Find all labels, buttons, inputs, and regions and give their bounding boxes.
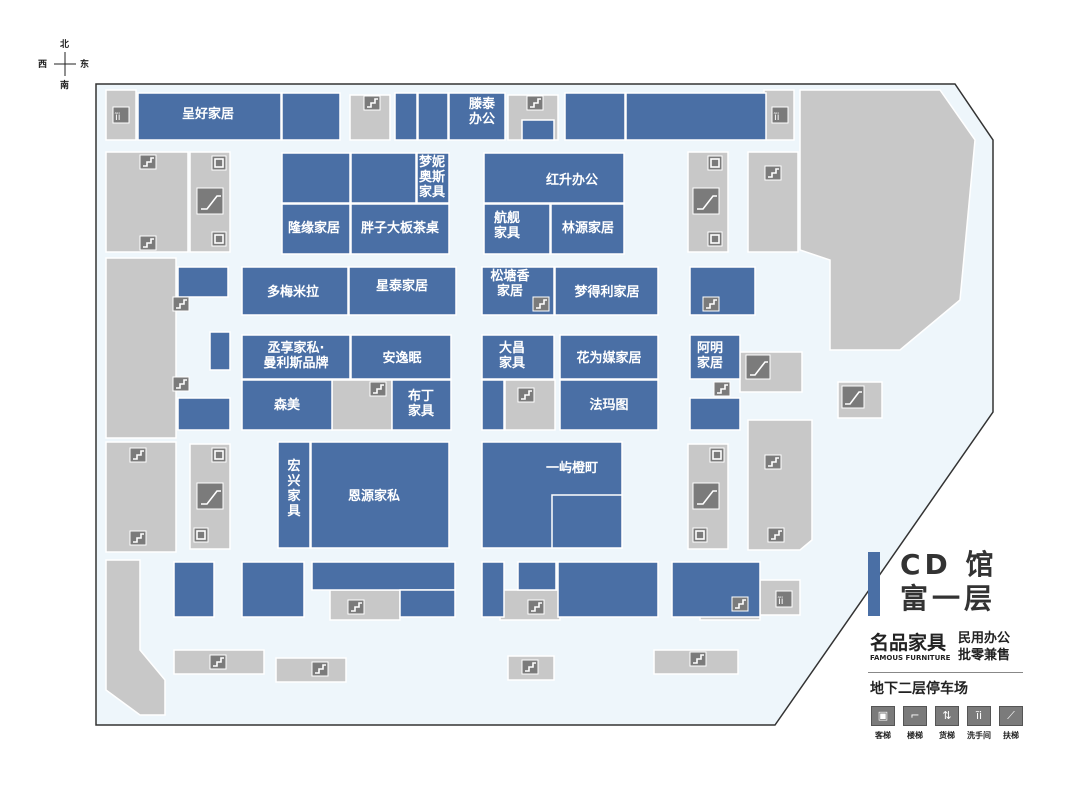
legend-item-restroom: ĩi 洗手间 [964, 706, 994, 741]
store-label: 花为媒家居 [576, 350, 641, 366]
store-label: 安逸眠 [382, 350, 421, 366]
store-label: 林源家居 [562, 220, 614, 236]
restroom-icon: ĩi [112, 106, 130, 124]
stairs-icon [129, 530, 147, 546]
stairs-icon [139, 235, 157, 251]
legend-item-stairs: ⌐ 楼梯 [900, 706, 930, 741]
compass-east: 东 [80, 58, 89, 70]
elevator-icon [211, 231, 227, 247]
escalator-icon [745, 354, 771, 380]
store-label: 阿明家居 [697, 341, 723, 371]
escalator-icon: ⟋ [999, 706, 1023, 726]
stairs-icon [347, 599, 365, 615]
store-label: 大昌家具 [499, 340, 525, 371]
svg-text:ĩi: ĩi [773, 112, 780, 123]
restroom-icon: ĩi [775, 590, 793, 608]
stairs-icon [209, 654, 227, 670]
elevator-icon [211, 155, 227, 171]
store-label: 丞享家私·曼利斯品牌 [263, 340, 328, 371]
brand-slogan: 民用办公 批零兼售 [958, 630, 1010, 664]
brand-name-en: FAMOUS FURNITURE [870, 654, 951, 662]
elevator-icon [193, 527, 209, 543]
facility-icons: ĩi ĩi ĩi [112, 95, 865, 677]
stairs-icon [172, 376, 190, 392]
floor-title: 富一层 [900, 582, 997, 615]
stairs-icon [689, 651, 707, 667]
stairs-icon [526, 95, 544, 111]
stairs-icon [139, 154, 157, 170]
stairs-icon [713, 381, 731, 397]
escalator-icon [196, 482, 224, 510]
stairs-icon [129, 447, 147, 463]
store-label: 一屿橙町 [546, 460, 598, 476]
stairs-icon: ⌐ [903, 706, 927, 726]
stairs-icon [521, 659, 539, 675]
parking-note: 地下二层停车场 [870, 681, 968, 697]
hall-bar [868, 552, 880, 616]
elevator-icon [692, 527, 708, 543]
stairs-icon [527, 599, 545, 615]
brand-slogan-line1: 民用办公 [958, 631, 1011, 646]
store-label: 宏兴家具 [287, 458, 301, 519]
hall-title: CD 馆 [900, 548, 998, 581]
store-label: 多梅米拉 [267, 284, 319, 300]
store-label: 星泰家居 [376, 278, 428, 294]
restroom-icon: ĩi [771, 106, 789, 124]
svg-text:ĩi: ĩi [777, 596, 784, 607]
restroom-icon: ĩi [967, 706, 991, 726]
store-label: 恩源家私 [348, 488, 400, 504]
store-label: 松塘香家居 [490, 268, 530, 299]
store-label: 呈好家居 [182, 106, 234, 122]
brand-name: 名品家具 [870, 632, 947, 654]
brand-slogan-line2: 批零兼售 [958, 648, 1011, 663]
stairs-icon [311, 661, 329, 677]
stairs-icon [764, 454, 782, 470]
stairs-icon [517, 387, 535, 403]
escalator-icon [692, 187, 720, 215]
compass-north: 北 [60, 38, 69, 50]
stairs-icon [702, 296, 720, 312]
freight-elevator-icon: ⇅ [935, 706, 959, 726]
store-label: 隆缘家居 [288, 220, 340, 236]
store-label: 森美 [274, 397, 301, 413]
store-label: 胖子大板茶桌 [360, 220, 440, 236]
store-label: 布丁家具 [408, 388, 434, 419]
stairs-icon [764, 165, 782, 181]
elevator-icon: ▣ [871, 706, 895, 726]
stairs-icon [369, 381, 387, 397]
store-label: 法玛图 [589, 397, 628, 413]
legend-divider [868, 672, 1023, 673]
elevator-icon [211, 447, 227, 463]
stairs-icon [731, 596, 749, 612]
store-label: 航舰家具 [494, 210, 520, 241]
escalator-icon [196, 187, 224, 215]
legend-item-elevator: ▣ 客梯 [868, 706, 898, 741]
compass-south: 南 [60, 79, 69, 91]
stairs-icon [767, 527, 785, 543]
elevator-icon [707, 231, 723, 247]
compass: 北 南 西 东 [38, 38, 89, 91]
compass-west: 西 [38, 59, 47, 70]
svg-text:ĩi: ĩi [114, 112, 121, 123]
legend-item-escalator: ⟋ 扶梯 [996, 706, 1026, 741]
store-label: 梦妮奥斯家具 [419, 154, 445, 200]
escalator-icon [692, 482, 720, 510]
store-label: 红升办公 [546, 172, 598, 188]
legend-item-freight: ⇅ 货梯 [932, 706, 962, 741]
stairs-icon [532, 296, 550, 312]
store-blocks [137, 92, 767, 618]
elevator-icon [709, 447, 725, 463]
stairs-icon [363, 95, 381, 111]
escalator-icon [841, 385, 865, 409]
stairs-icon [172, 296, 190, 312]
store-label: 梦得利家居 [574, 284, 639, 300]
store-label: 滕泰办公 [469, 96, 496, 127]
elevator-icon [707, 155, 723, 171]
